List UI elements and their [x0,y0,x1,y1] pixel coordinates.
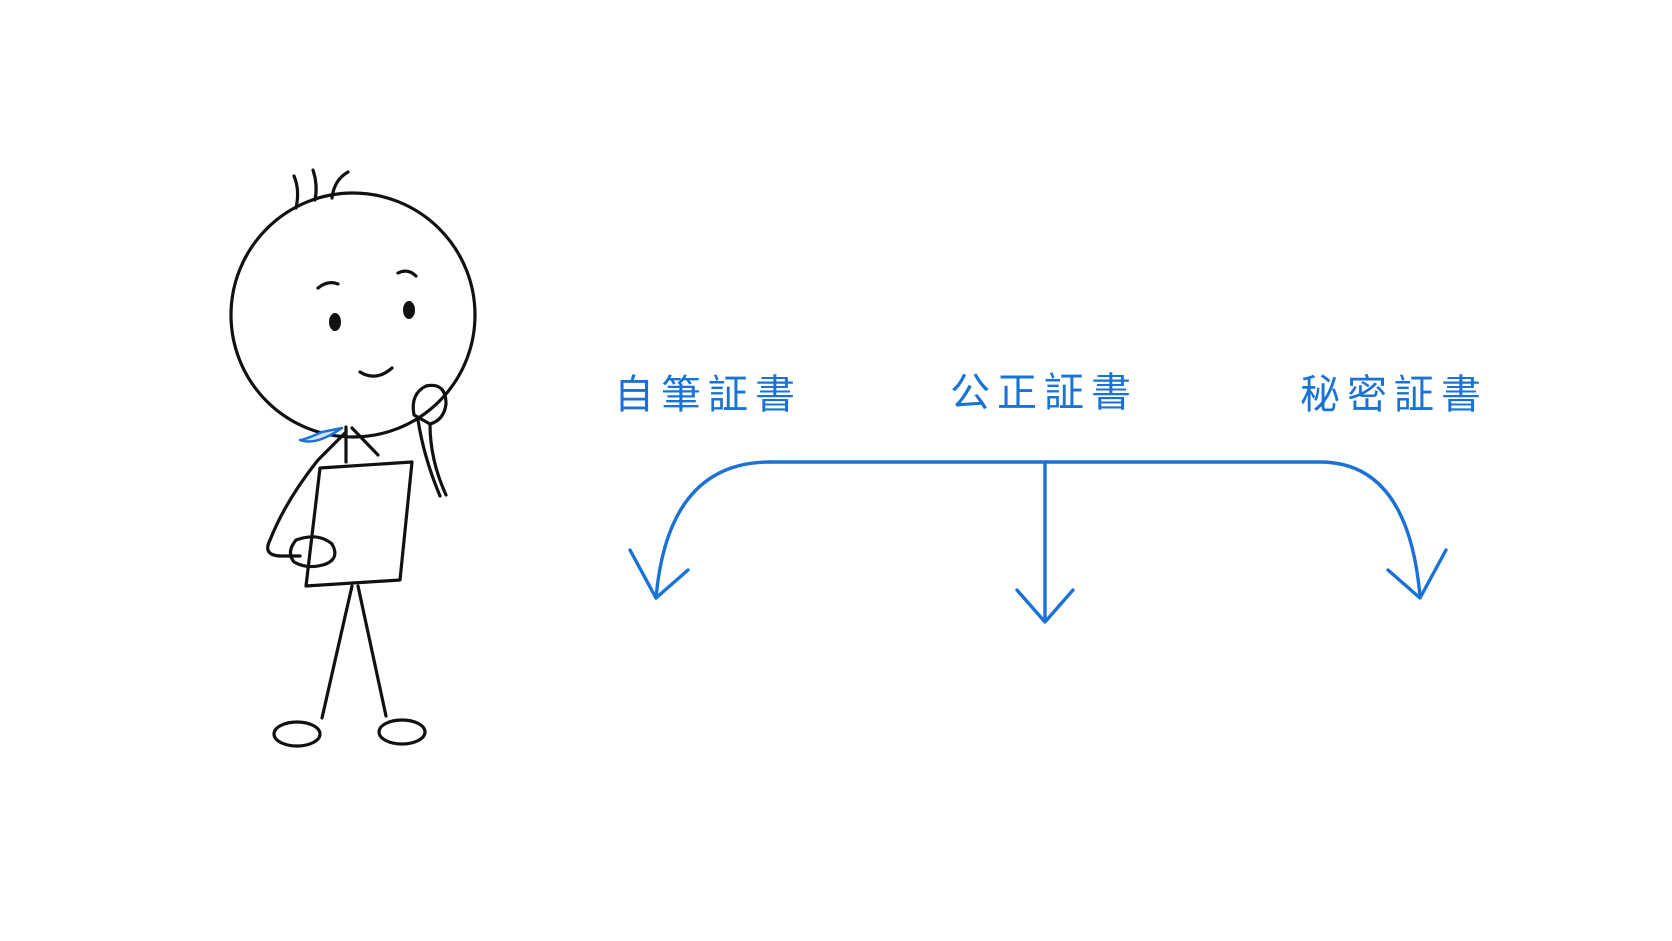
right-arm [428,422,448,497]
hand-holding-clipboard [288,535,337,569]
eye-right [403,301,415,319]
left-shoulder-arm [268,430,348,542]
hair-strand [311,168,318,202]
branch-label-secret: 秘密証書 [1300,372,1488,418]
foot-left [272,720,322,748]
neckerchief [298,426,344,443]
right-arm-inner [416,418,442,498]
arrowhead-center [1015,588,1075,624]
arrowhead-right [1386,548,1448,600]
arrow-branch-right [1318,460,1422,598]
branch-label-holographic: 自筆証書 [614,372,802,418]
clipboard [304,460,414,588]
right-shoulder [350,426,380,457]
head [229,191,477,439]
branching-arrows [628,460,1448,624]
arrowhead-left [628,548,690,600]
left-forearm [266,538,302,558]
foot-right [377,718,427,746]
arrow-branch-left [654,460,772,600]
eyebrow-right [396,269,418,278]
stick-figure-illustration [229,168,477,748]
leg-left [320,584,354,720]
eyebrow-left [316,281,340,290]
hand-at-chin [411,383,448,426]
branch-label-notarial: 公正証書 [950,370,1138,416]
hair-strand [292,174,300,210]
smile [358,366,394,378]
eye-left [329,313,341,331]
leg-right [356,584,388,718]
